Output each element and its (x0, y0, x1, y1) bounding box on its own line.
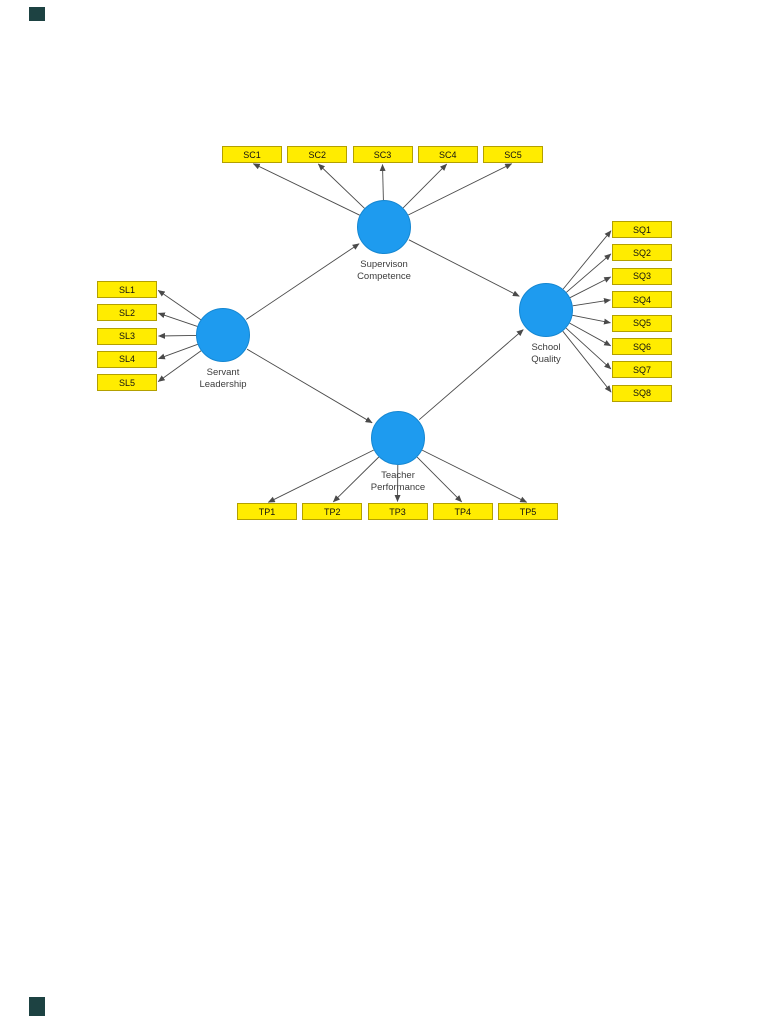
indicator-box: SQ7 (612, 361, 672, 379)
indicator-arrow (157, 343, 198, 360)
indicator-arrow (572, 314, 611, 325)
page-corner-mark-bottom (29, 997, 45, 1016)
structural-path-arrow (408, 239, 520, 297)
indicator-box: SC5 (483, 146, 543, 163)
construct-label-line: Performance (370, 482, 426, 494)
indicator-box: SQ3 (612, 267, 672, 285)
indicator-box: SL1 (97, 281, 157, 298)
construct-node-sq (519, 283, 573, 337)
indicator-box: TP3 (367, 503, 428, 520)
indicator-arrow (408, 163, 513, 216)
indicator-box: SL3 (97, 327, 157, 345)
indicator-box: SQ8 (612, 384, 672, 402)
indicator-box: SC3 (352, 146, 413, 163)
indicator-box: SC4 (417, 146, 478, 163)
indicator-arrow (158, 332, 197, 339)
construct-label-line: Supervison (360, 259, 408, 270)
indicator-arrow (317, 163, 365, 209)
indicator-arrow (332, 456, 380, 503)
indicator-box: SL2 (97, 304, 157, 322)
construct-node-tp (371, 411, 425, 465)
indicator-box: SQ1 (612, 221, 672, 238)
indicator-arrow (157, 290, 202, 321)
indicator-box: SQ6 (612, 338, 672, 355)
indicator-arrow (421, 449, 528, 503)
construct-node-sl (196, 308, 250, 362)
indicator-box: TP5 (498, 503, 558, 520)
indicator-box: SQ5 (612, 314, 672, 332)
indicator-box: SQ4 (612, 291, 672, 309)
indicator-arrow (562, 230, 612, 290)
indicator-box: TP1 (237, 503, 297, 520)
indicator-arrow (157, 312, 198, 327)
construct-label-line: Competence (357, 271, 411, 283)
indicator-box: TP2 (302, 503, 363, 520)
indicator-arrow (569, 276, 612, 299)
indicator-arrow (565, 327, 612, 370)
indicator-arrow (379, 164, 386, 201)
indicator-box: SL4 (97, 350, 157, 368)
indicator-arrow (252, 163, 360, 216)
construct-label-line: Teacher (381, 470, 415, 481)
indicator-arrow (572, 297, 611, 307)
page-corner-mark-top (29, 7, 45, 21)
indicator-arrow (566, 253, 612, 293)
construct-label-line: Quality (531, 354, 561, 366)
construct-label-line: School (531, 342, 561, 353)
indicator-box: SC2 (287, 146, 348, 163)
indicator-arrow (157, 350, 202, 382)
construct-label-line: Servant (206, 367, 240, 378)
indicator-box: SL5 (97, 374, 157, 391)
structural-path-arrow (246, 243, 360, 320)
indicator-box: SC1 (222, 146, 282, 163)
indicator-arrow (562, 330, 612, 393)
indicator-arrow (416, 456, 463, 503)
structural-path-arrow (418, 329, 524, 421)
structural-path-arrow (246, 348, 373, 424)
construct-node-sc (357, 200, 411, 254)
indicator-arrow (402, 163, 448, 209)
indicator-arrow (569, 322, 612, 347)
indicator-arrow (267, 449, 374, 503)
indicator-box: SQ2 (612, 244, 672, 262)
construct-label-line: Leadership (199, 379, 247, 391)
indicator-box: TP4 (432, 503, 493, 520)
